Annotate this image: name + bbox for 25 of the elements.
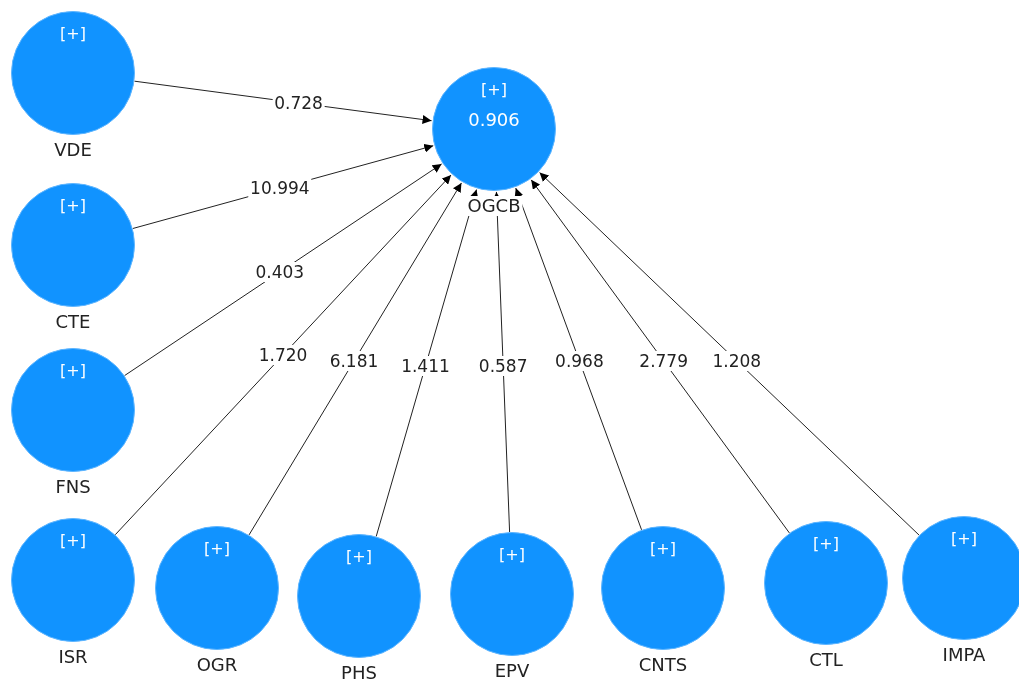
arrow — [539, 172, 920, 536]
arrow — [124, 163, 443, 377]
arrow — [248, 182, 462, 536]
construct-name: OGCB — [465, 196, 523, 216]
edge-label: 0.587 — [476, 356, 530, 376]
expand-marker: [+] — [499, 545, 525, 564]
expand-marker: [+] — [951, 529, 977, 548]
expand-marker: [+] — [813, 534, 839, 553]
arrow — [114, 174, 452, 536]
edge-label: 10.994 — [248, 178, 312, 198]
r-squared-value: 0.906 — [468, 109, 520, 130]
arrow — [375, 189, 479, 537]
arrow — [530, 179, 790, 534]
expand-marker: [+] — [60, 24, 86, 43]
arrow — [514, 187, 643, 531]
arrow — [492, 191, 511, 533]
expand-marker: [+] — [346, 547, 372, 566]
edge-label: 0.968 — [553, 351, 606, 371]
expand-marker: [+] — [650, 539, 676, 558]
expand-marker: [+] — [60, 531, 86, 550]
expand-marker: [+] — [60, 196, 86, 215]
expand-marker: [+] — [481, 80, 507, 99]
expand-marker: [+] — [60, 361, 86, 380]
edge-label: 2.779 — [637, 351, 690, 371]
expand-marker: [+] — [204, 539, 230, 558]
